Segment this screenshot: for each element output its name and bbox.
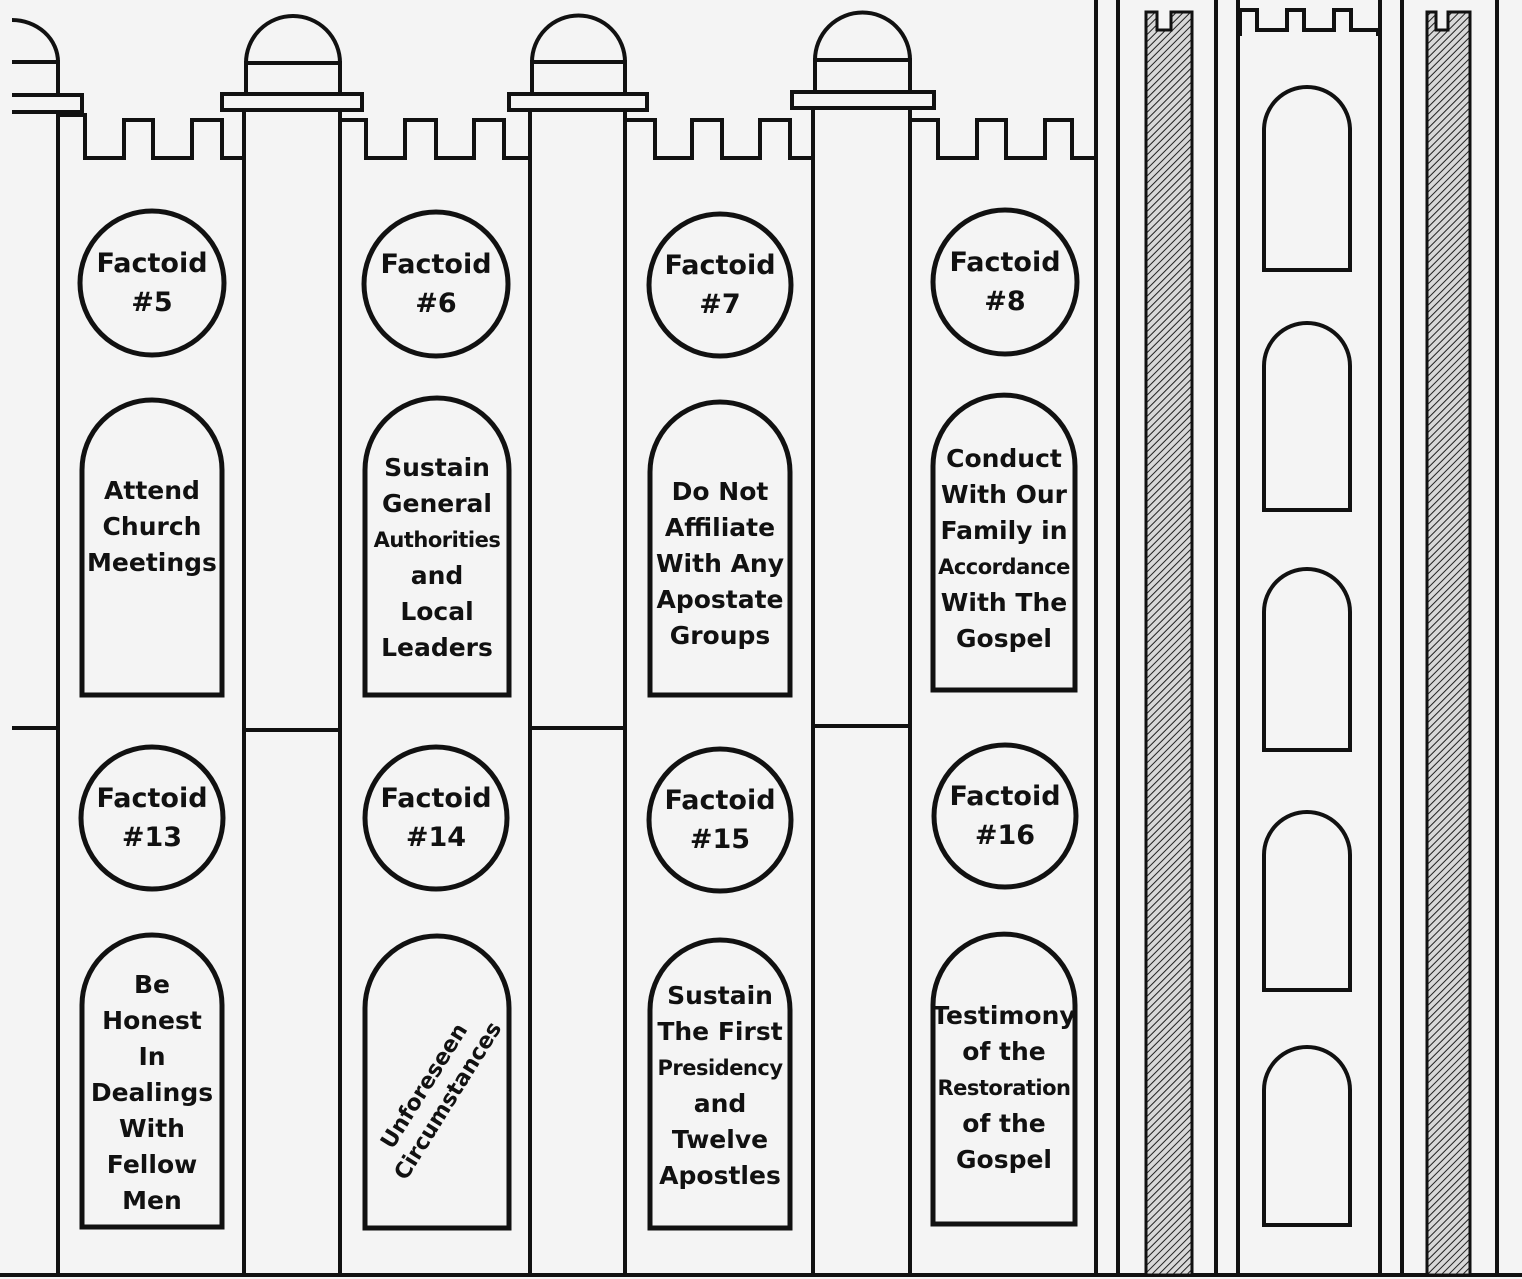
- factoid-label: Factoid #8: [935, 242, 1075, 322]
- hatched-spire: [1427, 12, 1470, 1275]
- factoid-word: Factoid: [949, 777, 1060, 816]
- factoid-label: Factoid #6: [366, 244, 506, 324]
- panel-line: With Any: [656, 546, 784, 582]
- panel-line: Authorities: [374, 522, 501, 558]
- factoid-word: Factoid: [96, 244, 207, 283]
- panel-line: With The: [941, 585, 1067, 621]
- panel-line: of the: [962, 1034, 1045, 1070]
- panel-line: Conduct: [946, 441, 1062, 477]
- panel-line: Family in: [940, 513, 1067, 549]
- tower-cap: [815, 60, 910, 92]
- tower-dome: [532, 16, 625, 62]
- tower-ledge: [509, 94, 647, 110]
- tower-ledge: [792, 92, 934, 108]
- tower-dome: [12, 20, 58, 62]
- panel-line: Presidency: [657, 1050, 782, 1086]
- panel-line: Accordance: [938, 549, 1070, 585]
- hatched-spire: [1146, 12, 1192, 1275]
- factoid-number: #8: [984, 282, 1025, 321]
- factoid-word: Factoid: [96, 779, 207, 818]
- panel-line: Meetings: [87, 545, 217, 581]
- panel-line: Affiliate: [665, 510, 775, 546]
- factoid-word: Factoid: [664, 781, 775, 820]
- arched-window: [1264, 87, 1350, 270]
- panel-label: Sustain The First Presidency and Twelve …: [652, 978, 788, 1194]
- factoid-label: Factoid #13: [82, 778, 222, 858]
- factoid-label: Factoid #16: [935, 776, 1075, 856]
- panel-line: Twelve: [672, 1122, 768, 1158]
- battlement: [910, 120, 1096, 158]
- factoid-number: #13: [122, 818, 182, 857]
- panel-line: General: [382, 486, 492, 522]
- battlement: [625, 120, 813, 158]
- panel-line: Honest: [102, 1003, 202, 1039]
- panel-label: Do Not Affiliate With Any Apostate Group…: [652, 472, 788, 656]
- panel-line: Sustain: [384, 450, 490, 486]
- panel-line: Gospel: [956, 621, 1052, 657]
- factoid-word: Factoid: [380, 779, 491, 818]
- factoid-number: #14: [406, 818, 466, 857]
- panel-line: Men: [122, 1183, 182, 1219]
- battlement: [58, 115, 244, 158]
- panel-line: Do Not: [672, 474, 769, 510]
- arched-window: [1264, 569, 1350, 750]
- factoid-label: Factoid #7: [650, 245, 790, 325]
- panel-line: Testimony: [932, 998, 1075, 1034]
- panel-line: Apostate: [656, 582, 783, 618]
- panel-line: Sustain: [667, 978, 773, 1014]
- panel-line: Attend: [104, 473, 200, 509]
- arched-window: [1264, 1047, 1350, 1225]
- panel-line: Dealings: [91, 1075, 213, 1111]
- panel-line: Local: [400, 594, 473, 630]
- panel-line: Leaders: [381, 630, 493, 666]
- panel-label: Attend Church Meetings: [84, 472, 220, 582]
- panel-line: Groups: [670, 618, 771, 654]
- factoid-number: #15: [690, 820, 750, 859]
- panel-line: With: [119, 1111, 185, 1147]
- factoid-number: #6: [415, 284, 456, 323]
- battlement: [340, 120, 530, 158]
- panel-line: Apostles: [659, 1158, 781, 1194]
- factoid-word: Factoid: [664, 246, 775, 285]
- factoid-word: Factoid: [380, 245, 491, 284]
- tower-dome: [246, 16, 340, 63]
- panel-line: Gospel: [956, 1142, 1052, 1178]
- panel-line: and: [694, 1086, 747, 1122]
- panel-label-rotated: Unforeseen Circumstances: [362, 1054, 512, 1134]
- tower-cap: [246, 63, 340, 94]
- tower-cap: [532, 62, 625, 94]
- tower-cap: [12, 62, 58, 95]
- panel-line: With Our: [941, 477, 1067, 513]
- panel-label: Testimony of the Restoration of the Gosp…: [935, 998, 1073, 1178]
- panel-line: of the: [962, 1106, 1045, 1142]
- tower-dome: [815, 13, 910, 61]
- factoid-word: Factoid: [949, 243, 1060, 282]
- tower-ledge: [12, 95, 82, 112]
- panel-line: In: [138, 1039, 165, 1075]
- factoid-label: Factoid #15: [650, 780, 790, 860]
- panel-line: and: [411, 558, 464, 594]
- factoid-label: Factoid #14: [366, 778, 506, 858]
- panel-label: Be Honest In Dealings With Fellow Men: [84, 964, 220, 1222]
- factoid-label: Factoid #5: [82, 243, 222, 323]
- panel-label: Sustain General Authorities and Local Le…: [366, 450, 508, 666]
- panel-label: Conduct With Our Family in Accordance Wi…: [935, 438, 1073, 660]
- panel-line: Fellow: [107, 1147, 197, 1183]
- panel-line: Be: [134, 967, 170, 1003]
- tower-ledge: [222, 94, 362, 110]
- arched-window: [1264, 323, 1350, 510]
- panel-line: Church: [103, 509, 202, 545]
- arched-window: [1264, 812, 1350, 990]
- factoid-number: #5: [131, 283, 172, 322]
- factoid-number: #16: [975, 816, 1035, 855]
- panel-line: The First: [657, 1014, 782, 1050]
- spire-battlement: [1240, 10, 1378, 36]
- panel-line: Restoration: [937, 1070, 1070, 1106]
- factoid-number: #7: [699, 285, 740, 324]
